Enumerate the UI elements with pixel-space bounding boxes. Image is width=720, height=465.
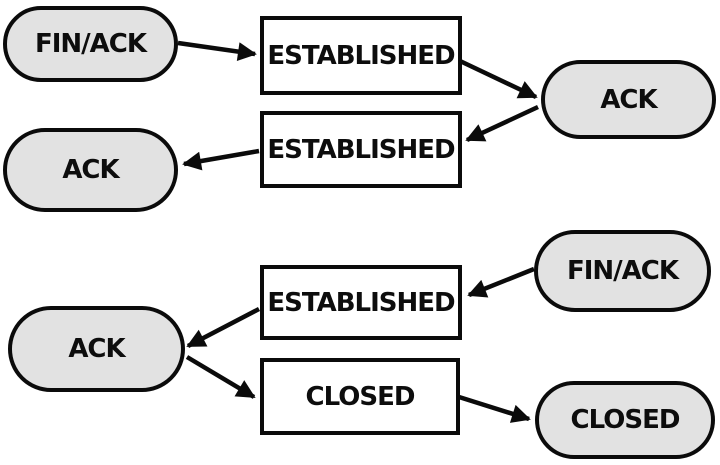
state-finack-bottom-right: FIN/ACK — [534, 230, 711, 312]
state-label: CLOSED — [570, 405, 681, 435]
state-ack-left-top: ACK — [3, 128, 178, 212]
arrow-closed-to-closed-right — [458, 394, 531, 423]
arrow-established2-to-ack-left — [182, 148, 260, 171]
state-established-1: ESTABLISHED — [260, 16, 462, 95]
state-finack-top-left: FIN/ACK — [3, 6, 178, 82]
state-label: ACK — [600, 84, 657, 115]
state-label: ESTABLISHED — [267, 40, 455, 71]
state-label: FIN/ACK — [566, 256, 679, 286]
state-closed-bottom-right: CLOSED — [535, 381, 715, 459]
state-ack-left-bottom: ACK — [8, 306, 185, 392]
state-label: ACK — [68, 334, 125, 364]
arrow-finack-to-established1 — [177, 40, 257, 61]
arrow-established1-to-ack-right — [459, 58, 538, 100]
state-ack-right: ACK — [541, 60, 716, 139]
state-label: FIN/ACK — [34, 29, 147, 59]
arrow-finack-to-established3 — [467, 266, 535, 298]
state-label: CLOSED — [305, 381, 416, 412]
state-label: ESTABLISHED — [267, 134, 455, 165]
state-label: ESTABLISHED — [267, 287, 455, 318]
arrow-established3-to-ack-bottom — [186, 307, 261, 348]
state-closed-center: CLOSED — [260, 358, 460, 435]
state-established-2: ESTABLISHED — [260, 111, 462, 188]
state-label: ACK — [62, 155, 119, 185]
arrow-ack-right-to-established2 — [465, 104, 539, 143]
arrow-ack-bottom-to-closed — [185, 355, 256, 399]
state-established-3: ESTABLISHED — [260, 265, 462, 340]
